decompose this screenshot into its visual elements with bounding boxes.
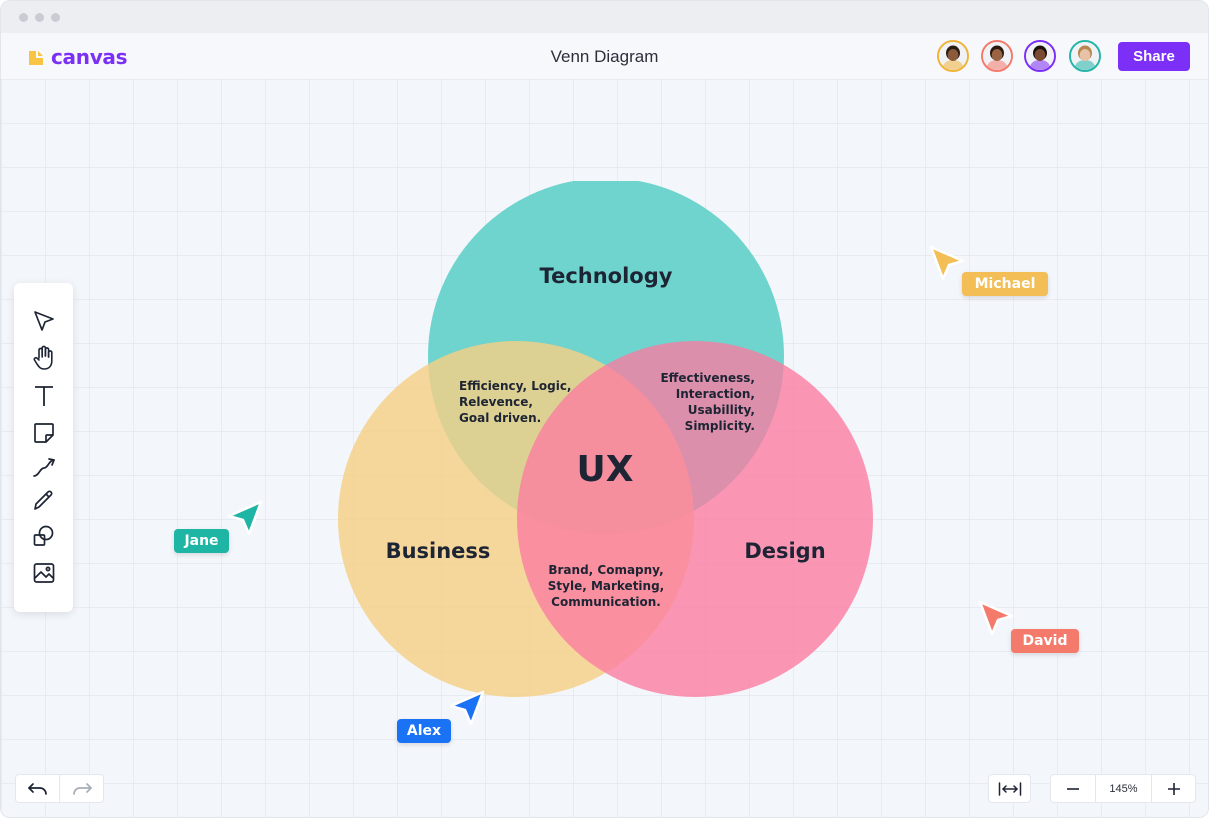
fit-width-button[interactable]	[988, 774, 1031, 803]
hand-icon[interactable]	[31, 345, 57, 371]
avatar-face-icon	[939, 42, 967, 70]
alex-cursor-label: Alex	[397, 719, 451, 743]
zoom-level[interactable]: 145%	[1095, 774, 1152, 803]
avatar[interactable]	[937, 40, 969, 72]
zoom-in-button[interactable]	[1151, 774, 1196, 803]
michael-cursor-icon	[929, 245, 965, 281]
connector-icon[interactable]	[31, 455, 57, 481]
jane-cursor-icon	[227, 500, 263, 536]
window-dot[interactable]	[35, 13, 44, 22]
venn-diagram[interactable]: Technology Business Design UX Efficiency…	[331, 181, 881, 701]
zoom-out-button[interactable]	[1050, 774, 1096, 803]
technology-design-intersection: Effectiveness, Interaction, Usabillity, …	[660, 371, 755, 433]
design-circle[interactable]	[517, 341, 873, 697]
david-cursor-icon	[978, 600, 1014, 636]
design-label: Design	[744, 539, 825, 563]
fit-width-icon	[998, 781, 1021, 796]
undo-icon	[27, 782, 47, 795]
intersection-line: Efficiency, Logic,	[459, 379, 572, 393]
window-chrome	[1, 1, 1208, 33]
intersection-line: Style, Marketing,	[548, 579, 664, 593]
redo-icon	[72, 782, 92, 795]
logo-icon	[29, 50, 43, 65]
undo-button[interactable]	[15, 774, 60, 803]
plus-icon	[1167, 782, 1180, 795]
logo[interactable]: canvas	[28, 45, 128, 69]
sticky-note-icon[interactable]	[31, 420, 57, 446]
alex-cursor-icon	[449, 690, 485, 726]
intersection-line: Communication.	[551, 595, 661, 609]
top-bar: canvas Venn Diagram Share	[1, 33, 1208, 79]
share-button[interactable]: Share	[1118, 42, 1190, 71]
avatar[interactable]	[981, 40, 1013, 72]
zoom-level-value: 145%	[1109, 782, 1138, 795]
ux-label: UX	[577, 449, 634, 490]
image-icon[interactable]	[31, 560, 57, 586]
logo-text: canvas	[51, 45, 128, 69]
david-cursor-label: David	[1011, 629, 1079, 653]
technology-label: Technology	[540, 264, 673, 288]
avatar-face-icon	[1071, 42, 1099, 70]
window-dot[interactable]	[19, 13, 28, 22]
intersection-line: Effectiveness,	[660, 371, 755, 385]
intersection-line: Goal driven.	[459, 411, 541, 425]
intersection-line: Relevence,	[459, 395, 533, 409]
select-icon[interactable]	[31, 308, 57, 334]
business-label: Business	[386, 539, 491, 563]
jane-cursor-label: Jane	[174, 529, 229, 553]
intersection-line: Interaction,	[676, 387, 755, 401]
window-dot[interactable]	[51, 13, 60, 22]
michael-cursor-label: Michael	[962, 272, 1048, 296]
avatar[interactable]	[1024, 40, 1056, 72]
technology-business-intersection: Efficiency, Logic, Relevence, Goal drive…	[459, 379, 572, 425]
intersection-line: Usabillity,	[688, 403, 755, 417]
shapes-icon[interactable]	[31, 523, 57, 549]
avatar-face-icon	[1026, 42, 1054, 70]
text-icon[interactable]	[31, 383, 57, 409]
avatar-face-icon	[983, 42, 1011, 70]
tool-palette	[14, 283, 73, 612]
document-title[interactable]: Venn Diagram	[550, 47, 659, 66]
minus-icon	[1067, 787, 1079, 790]
redo-button[interactable]	[59, 774, 104, 803]
intersection-line: Simplicity.	[685, 419, 755, 433]
avatar[interactable]	[1069, 40, 1101, 72]
pencil-icon[interactable]	[31, 487, 57, 513]
business-design-intersection: Brand, Comapny, Style, Marketing, Commun…	[548, 563, 664, 609]
intersection-line: Brand, Comapny,	[548, 563, 663, 577]
